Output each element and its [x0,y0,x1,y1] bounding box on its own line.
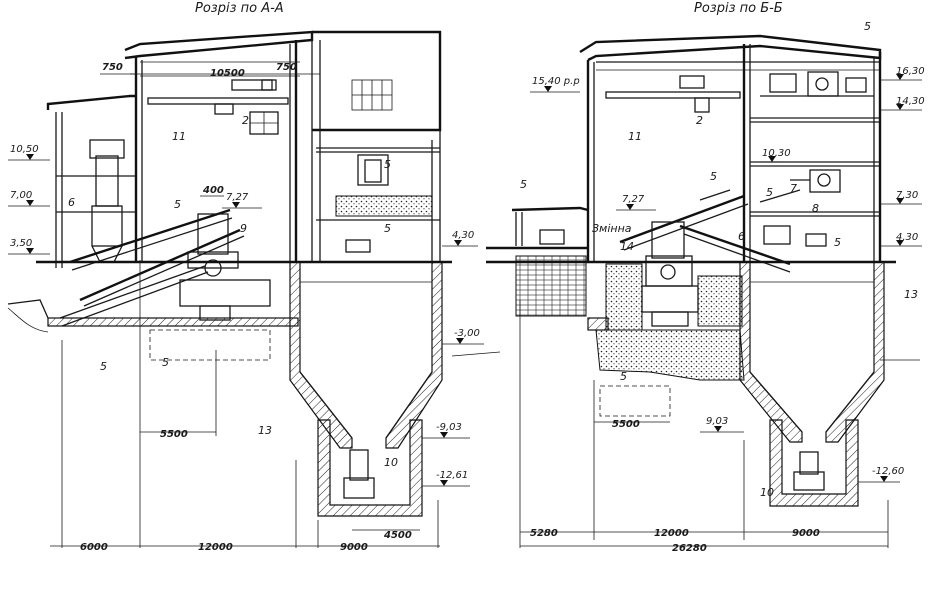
left-annex [46,94,136,268]
callout-conveyor-low-a: 5 [100,360,107,373]
callout-conveyor-top: 5 [174,198,181,211]
level-4-30-right: 4,30 [896,232,918,243]
dim-10500: 10500 [210,68,245,79]
left-level-marks: 10,50 7,00 3,50 4,30 -3,00 -9,03 -12,61 [8,144,484,487]
right-dimensions: 7,27 5500 5280 12000 9000 26280 [519,194,889,554]
level-7-30: 7,30 [896,190,918,201]
left-callouts: 11 2 5 6 5 9 5 5 5 13 10 [68,114,398,469]
level-minus-3-00: -3,00 [454,328,480,339]
callout-hopper: 13 [258,424,272,437]
level-minus-9-03: -9,03 [436,422,462,433]
callout-pit-10: 10 [760,486,774,499]
level-minus-12-61: -12,61 [436,470,468,481]
dim-5280: 5280 [530,528,558,539]
dim-12000-right: 12000 [654,528,689,539]
callout-annex-5: 5 [520,178,527,191]
callout-conveyor-5: 5 [710,170,717,183]
dim-12000: 12000 [198,542,233,553]
callout-tower-feeder: 5 [384,222,391,235]
right-annex [486,206,589,317]
left-hall-walls [134,40,298,262]
right-level-marks: 15,40 р.р 16,30 14,30 10,30 7,30 4,30 9,… [530,66,925,483]
callout-crane-right: 11 [628,130,642,143]
dim-750-right: 750 [276,62,297,73]
callout-tower-equip: 5 [384,158,391,171]
callout-pit-equip: 10 [384,456,398,469]
callout-7: 7 [790,182,797,195]
dim-5500: 5500 [160,429,188,440]
right-roof [579,34,882,113]
level-16-30: 16,30 [896,66,925,77]
left-conveyors [59,208,245,327]
right-machine [595,221,745,381]
level-15-40: 15,40 р.р [532,76,580,87]
callout-crane: 11 [172,130,186,143]
dim-9000: 9000 [340,542,368,553]
dim-400: 400 [202,185,224,196]
left-tower [311,30,442,262]
level-3-50: 3,50 [10,238,32,249]
callout-roof-5: 5 [864,20,871,33]
section-a-a: Розріз по А-А [7,1,501,553]
section-a-a-caption: Розріз по А-А [195,1,284,16]
callout-6: 6 [738,230,745,243]
callout-8: 8 [812,202,819,215]
callout-machine: 9 [240,222,247,235]
level-10-30: 10,30 [762,148,791,159]
callout-variable: Змінна [592,222,632,235]
dim-6000: 6000 [80,542,108,553]
left-roof [124,30,314,91]
left-floor [7,260,501,361]
level-7-27-right: 7,27 [622,194,645,205]
dim-4500: 4500 [383,530,412,541]
level-14-30: 14,30 [896,96,925,107]
level-7-00: 7,00 [10,190,32,201]
callout-base-5: 5 [620,370,627,383]
level-4-30: 4,30 [452,230,474,241]
right-equip-floors [750,71,880,247]
callout-conveyor-low-b: 5 [162,356,169,369]
level-9-03: 9,03 [706,416,728,427]
callout-feeder-5: 5 [834,236,841,249]
callout-hook-right: 2 [696,114,703,127]
callout-hook: 2 [242,114,249,127]
right-conveyors [619,189,801,273]
section-b-b-caption: Розріз по Б-Б [694,1,783,16]
level-minus-12-60: -12,60 [872,466,904,477]
callout-annex-equip: 6 [68,196,75,209]
dim-5500-right: 5500 [612,419,640,430]
right-callouts: 5 11 2 5 5 Змінна 14 7 5 8 6 5 13 5 10 [520,20,918,499]
callout-floor-5: 5 [766,186,773,199]
left-dimensions: 750 10500 750 400 7,27 5500 4500 6000 12… [50,62,440,553]
right-floor [486,260,920,417]
callout-machine-14: 14 [620,240,634,253]
dim-750-left: 750 [102,62,123,73]
right-hopper [739,261,885,507]
left-hopper [289,261,443,517]
dim-9000-right: 9000 [792,528,820,539]
left-machine [179,213,271,321]
callout-hopper-right: 13 [904,288,918,301]
level-10-50: 10,50 [10,144,39,155]
level-7-27: 7,27 [226,192,249,203]
section-b-b: Розріз по Б-Б [486,1,925,554]
dim-26280: 26280 [672,543,707,554]
right-walls [586,44,882,262]
